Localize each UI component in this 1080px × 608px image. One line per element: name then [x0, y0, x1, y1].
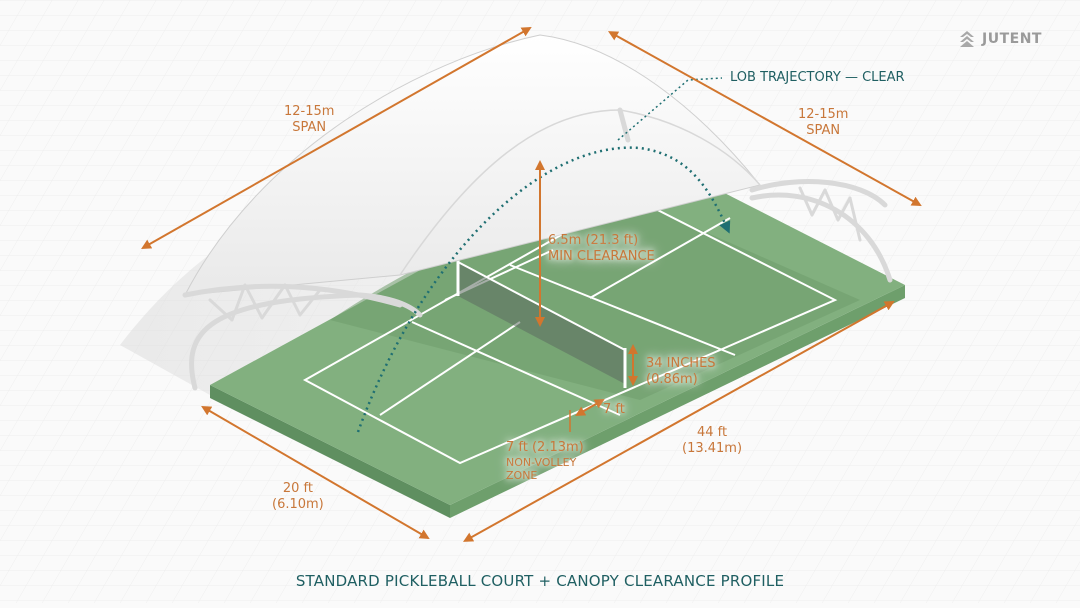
diagram-caption: STANDARD PICKLEBALL COURT + CANOPY CLEAR… — [295, 572, 785, 590]
brand-name: JUTENT — [982, 31, 1042, 47]
lob-trajectory — [356, 146, 731, 433]
non-volley-zone-label: 7 ft (2.13m) NON-VOLLEY ZONE — [506, 440, 584, 482]
span-left-dimension — [141, 27, 532, 249]
span-left-label: 12-15m SPAN — [284, 104, 335, 135]
lob-trajectory-label: LOB TRAJECTORY — CLEAR — [730, 70, 905, 85]
min-clearance-label: 6.5m (21.3 ft) MIN CLEARANCE — [548, 233, 655, 264]
span-right-dimension — [608, 31, 922, 206]
arch-frame-left — [182, 283, 423, 391]
brand-logo: JUTENT — [958, 30, 1042, 48]
span-right-label: 12-15m SPAN — [798, 107, 849, 138]
width-dimension — [201, 405, 430, 540]
kitchen-arrow-label: 7 ft — [603, 402, 625, 417]
net-height-label: 34 INCHES (0.86m) — [646, 356, 716, 387]
length-dimension — [463, 301, 895, 542]
stacked-chevron-logo-icon — [960, 31, 974, 47]
width-label: 20 ft (6.10m) — [272, 481, 324, 512]
length-label: 44 ft (13.41m) — [682, 425, 743, 456]
kitchen-dimension — [575, 399, 605, 416]
